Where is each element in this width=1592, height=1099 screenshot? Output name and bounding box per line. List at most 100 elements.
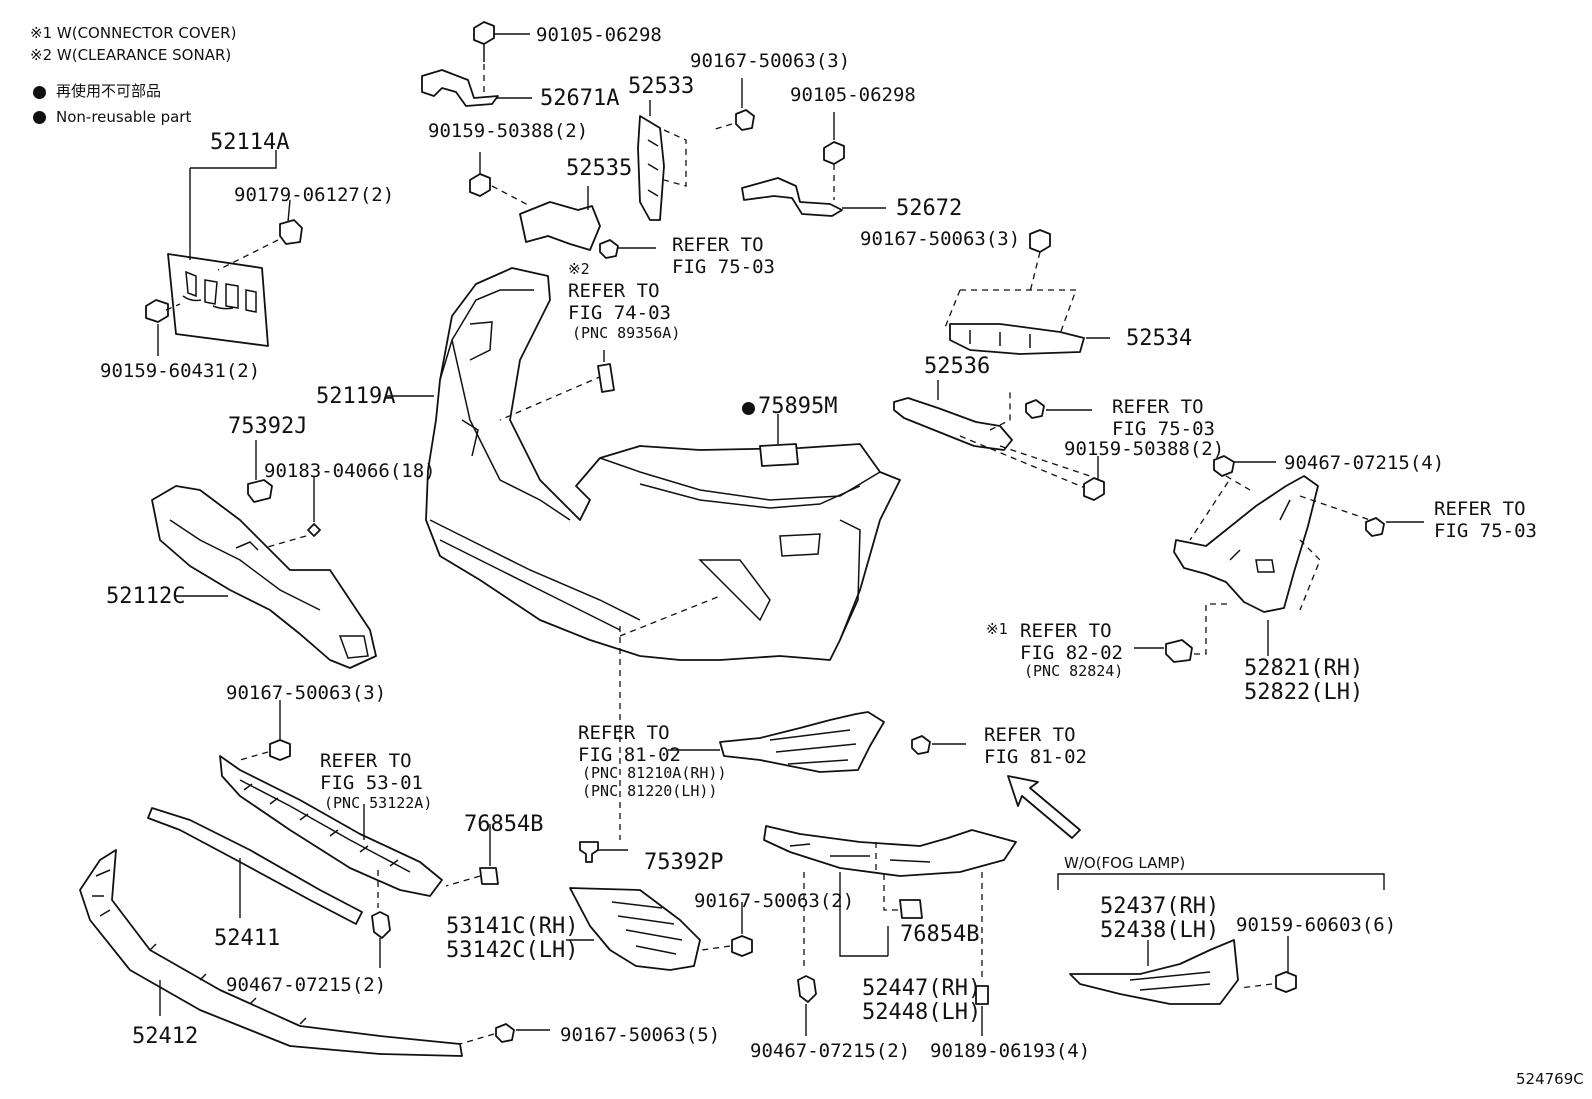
part-number[interactable]: 90467-07215(4) <box>1284 452 1445 474</box>
direction-arrow <box>1007 775 1081 839</box>
part-number[interactable]: 76854B <box>900 922 980 947</box>
part-number[interactable]: 76854B <box>464 812 544 837</box>
lower-grille <box>219 755 443 897</box>
bolt-81-02 <box>911 735 931 755</box>
sonar-mark: ※2 <box>568 260 590 278</box>
non-reusable-bullet-icon <box>33 86 46 99</box>
non-reusable-bullet-icon <box>33 111 46 124</box>
part-number[interactable]: 90167-50063(3) <box>226 682 387 704</box>
bolt-90167-left <box>269 739 291 761</box>
bolt-90159-50388-a <box>469 173 491 197</box>
wo-fog-box <box>1057 873 1385 890</box>
part-number[interactable]: 52447(RH) <box>862 976 982 1001</box>
pnc-reference: (PNC 89356A) <box>572 324 681 342</box>
license-plate-bracket <box>167 253 269 347</box>
refer-to[interactable]: REFER TO <box>320 750 412 772</box>
bolt-90105-top-left <box>473 21 495 62</box>
part-number[interactable]: 52821(RH) <box>1244 656 1364 681</box>
part-number[interactable]: 52412 <box>132 1024 199 1049</box>
bolt-90159-50388-b <box>1083 477 1105 501</box>
refer-figure[interactable]: FIG 75-03 <box>672 256 775 278</box>
part-number[interactable]: 90159-60431(2) <box>100 360 261 382</box>
refer-to[interactable]: REFER TO <box>1020 620 1112 642</box>
refer-to[interactable]: REFER TO <box>578 722 670 744</box>
bolt-sonar <box>599 239 619 259</box>
bolt-90159-60431 <box>145 299 181 323</box>
bracket-52671A <box>421 69 499 107</box>
part-number[interactable]: 52671A <box>540 86 620 111</box>
part-number[interactable]: 52535 <box>566 156 633 181</box>
clip-90467-a <box>371 911 391 939</box>
part-number[interactable]: 52534 <box>1126 326 1193 351</box>
refer-figure[interactable]: FIG 53-01 <box>320 772 423 794</box>
refer-to[interactable]: REFER TO <box>984 724 1076 746</box>
sonar-patch <box>597 363 615 393</box>
part-number[interactable]: 90159-60603(6) <box>1236 914 1397 936</box>
part-number[interactable]: 90183-04066(18) <box>264 460 436 482</box>
part-number[interactable]: 52114A <box>210 130 290 155</box>
pad-76854B-b <box>899 899 923 919</box>
part-number[interactable]: 90467-07215(2) <box>750 1040 911 1062</box>
part-number[interactable]: 75895M <box>758 394 838 419</box>
washer-90183 <box>307 523 321 537</box>
dash-90179 <box>217 239 279 271</box>
refer-figure[interactable]: FIG 81-02 <box>578 744 681 766</box>
lamp-81-02 <box>719 711 885 773</box>
part-number[interactable]: 90159-50388(2) <box>428 120 589 142</box>
refer-to[interactable]: REFER TO <box>1112 396 1204 418</box>
part-number[interactable]: 90159-50388(2) <box>1064 438 1225 460</box>
part-number[interactable]: 90167-50063(3) <box>690 50 851 72</box>
bracket-52534 <box>949 323 1085 355</box>
lower-lip-52412 <box>79 849 463 1057</box>
absorber-52112C <box>151 485 377 669</box>
refer-to[interactable]: REFER TO <box>568 280 660 302</box>
clip-75392P <box>579 841 599 863</box>
refer-figure[interactable]: FIG 75-03 <box>1434 520 1537 542</box>
part-number[interactable]: 90167-50063(2) <box>694 890 855 912</box>
strip-52411 <box>147 807 363 925</box>
part-number[interactable]: 52112C <box>106 584 186 609</box>
part-number[interactable]: 52438(LH) <box>1100 918 1220 943</box>
refer-to[interactable]: REFER TO <box>1434 498 1526 520</box>
clip-90467-b <box>797 975 817 1003</box>
part-number[interactable]: 75392P <box>644 850 724 875</box>
part-number[interactable]: 90105-06298 <box>536 24 662 46</box>
part-number[interactable]: 90189-06193(4) <box>930 1040 1091 1062</box>
part-number[interactable]: 90179-06127(2) <box>234 184 395 206</box>
part-number[interactable]: 75392J <box>228 414 308 439</box>
part-number[interactable]: 52536 <box>924 354 991 379</box>
note-clearance-sonar: ※2 W(CLEARANCE SONAR) <box>30 46 232 64</box>
part-number[interactable]: 90167-50063(3) <box>860 228 1021 250</box>
refer-figure[interactable]: FIG 75-03 <box>1112 418 1215 440</box>
bracket-52536 <box>893 397 1013 451</box>
part-number[interactable]: 53141C(RH) <box>446 914 579 939</box>
part-number[interactable]: 90467-07215(2) <box>226 974 387 996</box>
legend-japanese: 再使用不可部品 <box>56 82 162 100</box>
part-number[interactable]: 52822(LH) <box>1244 680 1364 705</box>
part-number[interactable]: 53142C(LH) <box>446 938 579 963</box>
part-number[interactable]: 52437(RH) <box>1100 894 1220 919</box>
part-number[interactable]: 90105-06298 <box>790 84 916 106</box>
pnc-reference: (PNC 81220(LH)) <box>582 782 718 800</box>
refer-to[interactable]: REFER TO <box>672 234 764 256</box>
refer-figure[interactable]: FIG 74-03 <box>568 302 671 324</box>
leader-52114A <box>189 150 277 260</box>
part-number[interactable]: 52672 <box>896 196 963 221</box>
bezel-52437 <box>1069 939 1239 1005</box>
part-number[interactable]: 52119A <box>316 384 396 409</box>
part-number[interactable]: 52533 <box>628 74 695 99</box>
connector-mark: ※1 <box>986 620 1008 638</box>
part-number[interactable]: 90167-50063(5) <box>560 1024 721 1046</box>
legend-english: Non-reusable part <box>56 108 192 126</box>
refer-figure[interactable]: FIG 81-02 <box>984 746 1087 768</box>
part-number[interactable]: 52448(LH) <box>862 1000 982 1025</box>
pnc-reference: (PNC 81210A(RH)) <box>582 764 727 782</box>
garnish-52447 <box>763 825 1017 877</box>
part-number[interactable]: 52411 <box>214 926 281 951</box>
clip-90189 <box>975 985 989 1005</box>
pnc-reference: (PNC 82824) <box>1024 662 1124 680</box>
fog-cover-53141C <box>569 887 701 971</box>
clip-90467-c <box>1213 455 1235 477</box>
refer-figure[interactable]: FIG 82-02 <box>1020 642 1123 664</box>
